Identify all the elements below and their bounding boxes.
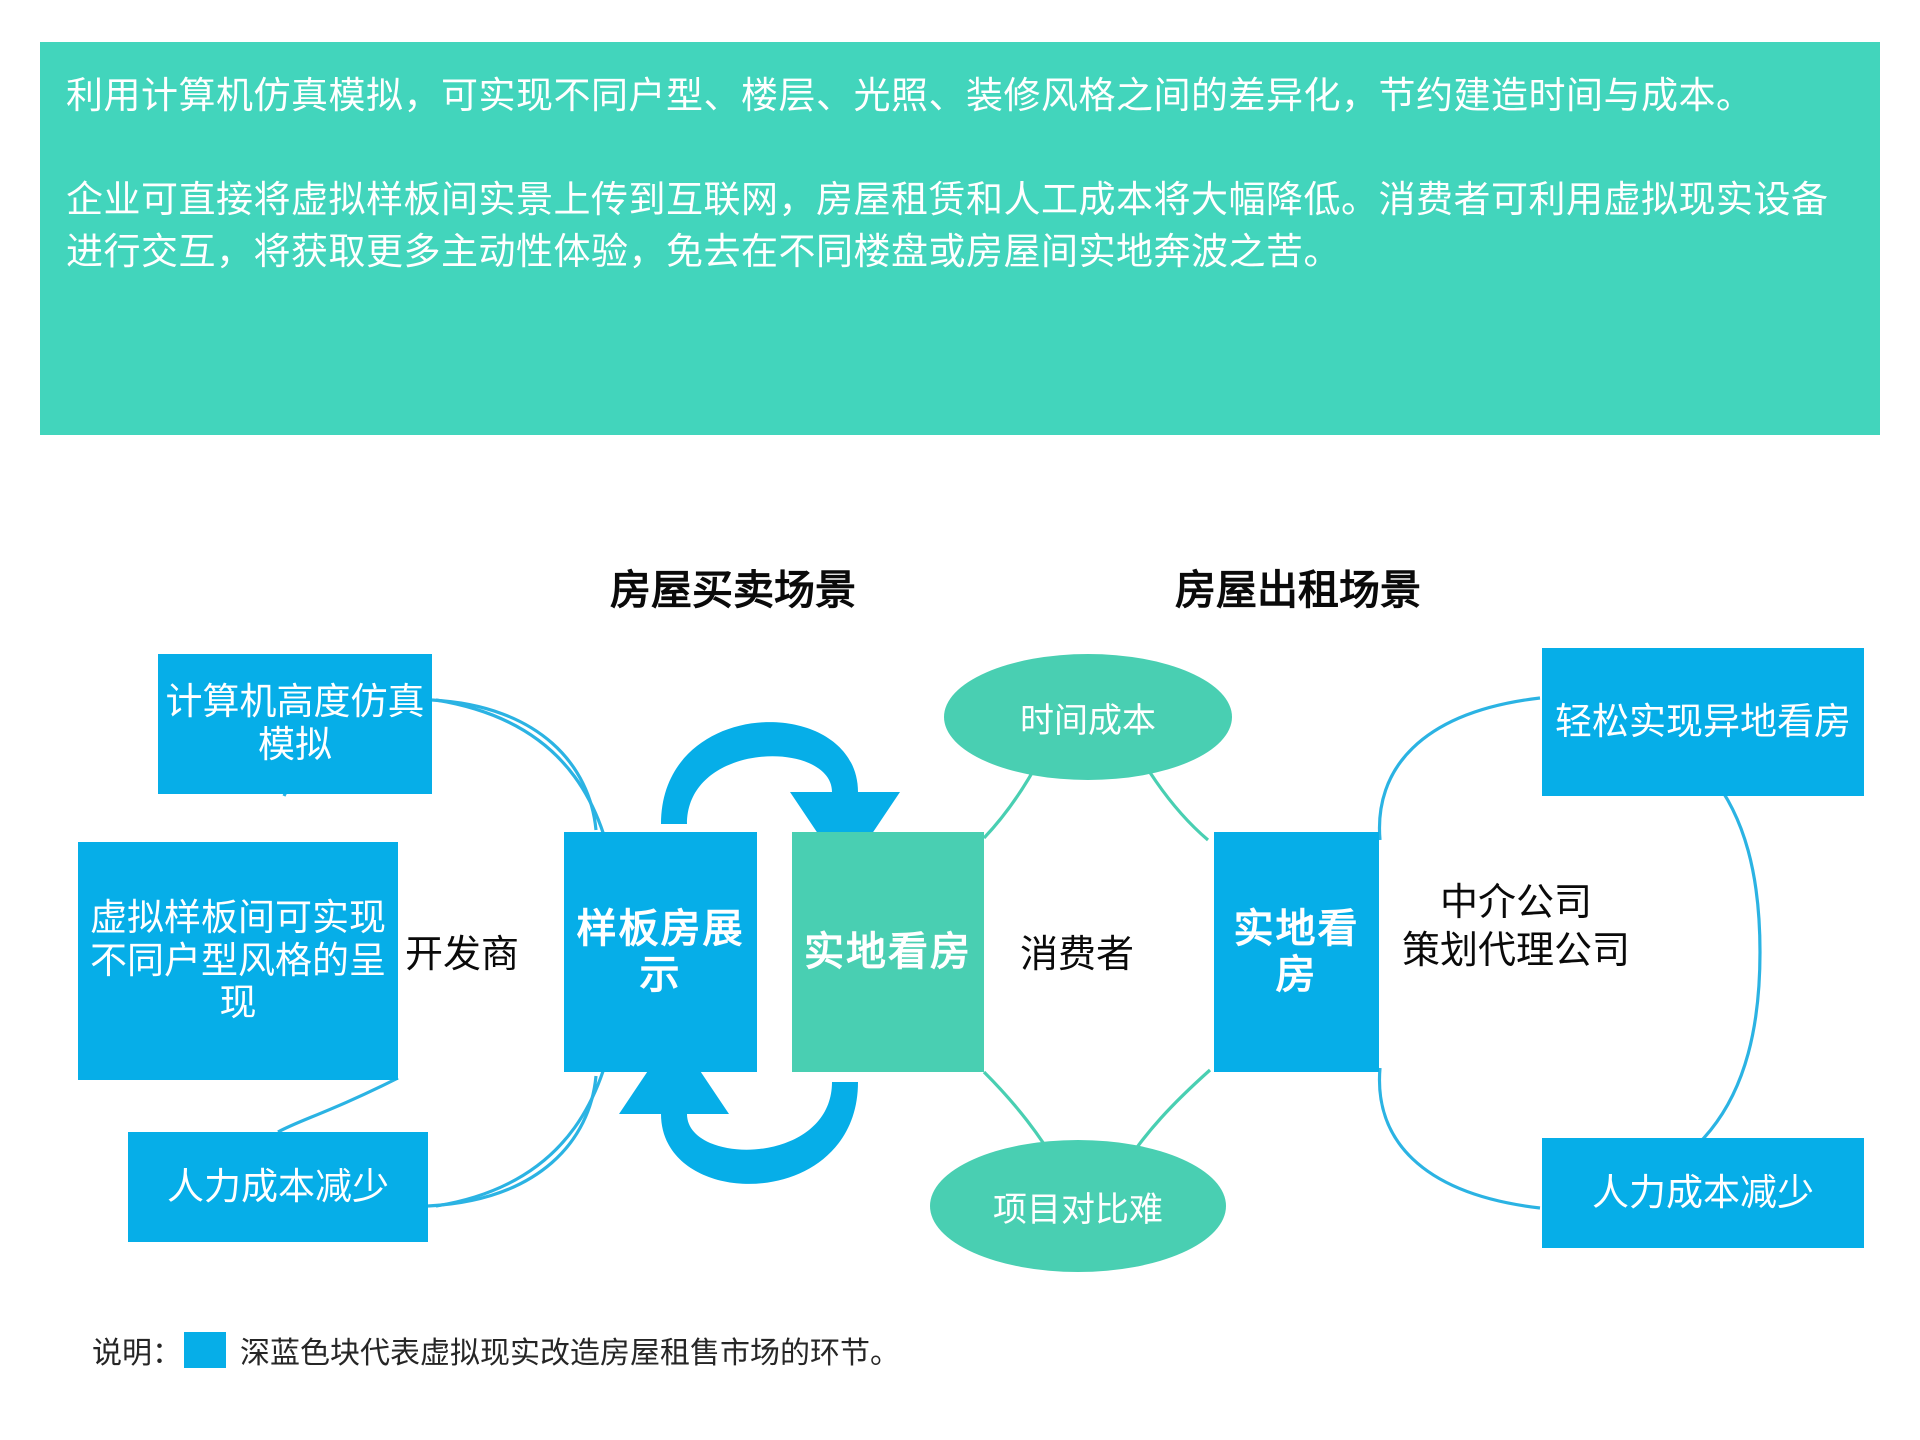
legend: 说明： 深蓝色块代表虚拟现实改造房屋租售市场的环节。 — [92, 1328, 900, 1372]
node-labor-cost-reduction-left[interactable]: 人力成本减少 — [128, 1132, 428, 1242]
label-agency-line1: 中介公司 — [1440, 882, 1593, 924]
node-virtual-showroom-styles[interactable]: 虚拟样板间可实现不同户型风格的呈现 — [78, 842, 398, 1080]
node-computer-simulation[interactable]: 计算机高度仿真模拟 — [158, 654, 432, 794]
ellipse-project-comparison-difficulty[interactable]: 项目对比难 — [930, 1140, 1226, 1272]
connector-labor-to-showroom — [427, 1075, 598, 1208]
legend-text: 深蓝色块代表虚拟现实改造房屋租售市场的环节。 — [240, 1337, 900, 1370]
ellipse-time-cost[interactable]: 时间成本 — [944, 654, 1232, 780]
label-agency-company: 中介公司 策划代理公司 — [1402, 880, 1630, 975]
scene-title-house-sale: 房屋买卖场景 — [610, 567, 856, 613]
banner-paragraph-1: 利用计算机仿真模拟，可实现不同户型、楼层、光照、装修风格之间的差异化，节约建造时… — [66, 75, 1754, 116]
scene-title-house-rent: 房屋出租场景 — [1175, 567, 1421, 613]
node-onsite-viewing-sale[interactable]: 实地看房 — [792, 832, 984, 1072]
legend-color-swatch-icon — [184, 1332, 226, 1368]
label-agency-line2: 策划代理公司 — [1402, 929, 1631, 972]
node-labor-cost-reduction-right[interactable]: 人力成本减少 — [1542, 1138, 1864, 1248]
connector-sim-to-showroom — [431, 698, 598, 831]
banner-paragraph-2: 企业可直接将虚拟样板间实景上传到互联网，房屋租赁和人工成本将大幅降低。消费者可利… — [66, 179, 1829, 272]
intro-banner: 利用计算机仿真模拟，可实现不同户型、楼层、光照、装修风格之间的差异化，节约建造时… — [40, 42, 1880, 435]
node-showroom-display[interactable]: 样板房展示 — [564, 832, 757, 1072]
node-remote-house-viewing[interactable]: 轻松实现异地看房 — [1542, 648, 1864, 796]
label-consumer: 消费者 — [1020, 934, 1135, 976]
label-developer: 开发商 — [405, 934, 520, 976]
connector-visitB-to-laborR — [1377, 1067, 1541, 1210]
legend-prefix: 说明： — [92, 1337, 182, 1370]
node-onsite-viewing-rent[interactable]: 实地看房 — [1214, 832, 1379, 1072]
connector-visitB-to-remote — [1377, 696, 1541, 841]
connector-styles-to-labor — [277, 1076, 399, 1134]
